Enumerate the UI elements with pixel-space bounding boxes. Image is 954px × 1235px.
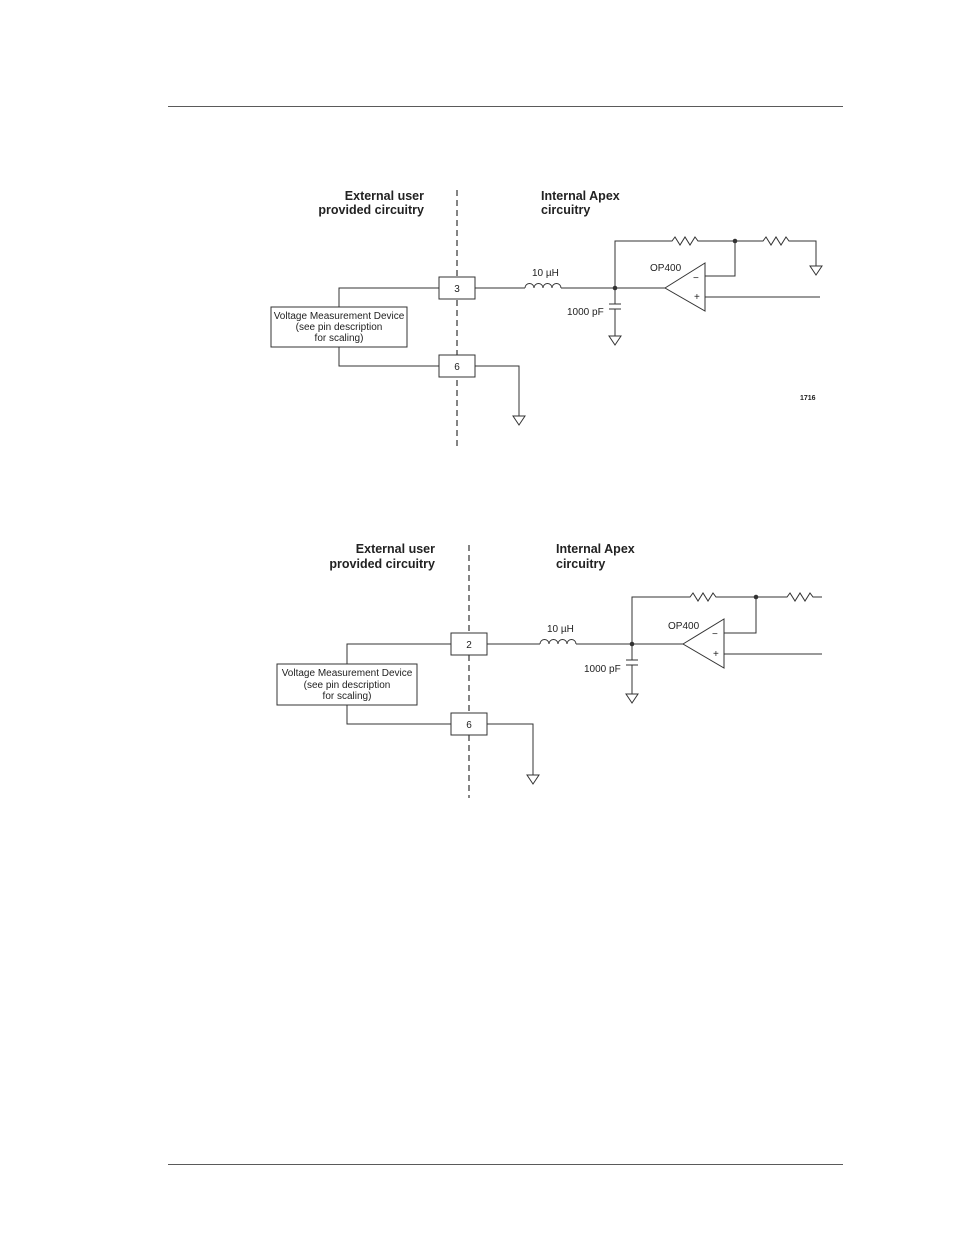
external-header-line2: provided circuitry <box>329 557 435 571</box>
internal-header-line2: circuitry <box>556 557 605 571</box>
feedback-resistor-network <box>632 593 822 644</box>
external-header-line1: External user <box>356 542 435 556</box>
pin-number-signal: 2 <box>466 640 472 651</box>
opamp-minus-sign: − <box>712 629 718 640</box>
footer-rule <box>168 1164 843 1165</box>
device-label-line1: Voltage Measurement Device <box>282 668 413 679</box>
circuit-diagram-pin-2: External user provided circuitry Interna… <box>0 0 954 820</box>
ground-return-wire <box>487 724 533 775</box>
ground-wire-external <box>347 705 451 724</box>
internal-header-line1: Internal Apex <box>556 542 635 556</box>
pin-number-ground: 6 <box>466 720 472 731</box>
inductor-label: 10 µH <box>547 624 574 635</box>
ground-symbol <box>527 775 539 784</box>
device-label-line3: for scaling) <box>323 691 372 702</box>
signal-wire-external <box>347 644 451 664</box>
opamp-label: OP400 <box>668 621 700 632</box>
opamp-plus-sign: + <box>713 649 719 660</box>
capacitor <box>626 644 638 694</box>
feedback-wire <box>724 597 756 633</box>
device-label-line2: (see pin description <box>304 680 391 691</box>
inductor <box>540 640 576 645</box>
capacitor-ground-symbol <box>626 694 638 703</box>
capacitor-label: 1000 pF <box>584 664 621 675</box>
